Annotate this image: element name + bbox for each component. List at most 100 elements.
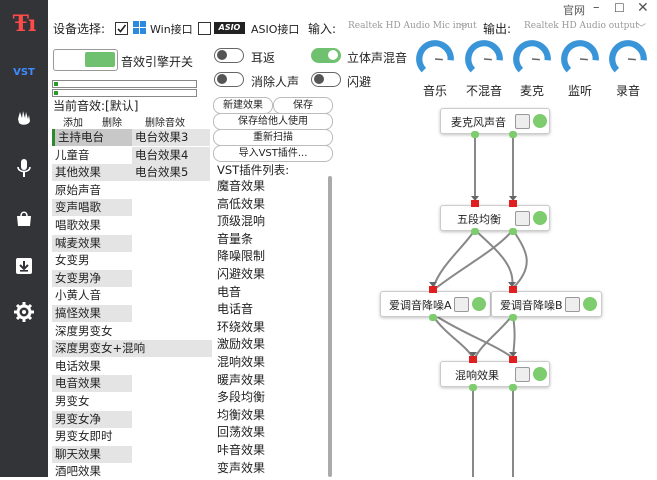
vst-plugin-item[interactable]: 变声效果 (217, 460, 266, 475)
effect-list-item[interactable]: 女变男 (55, 253, 90, 268)
save-for-others-button[interactable]: 保存给他人使用 (213, 113, 333, 130)
vst-plugin-item[interactable]: 降噪限制 (217, 249, 266, 264)
output-port[interactable] (429, 314, 437, 321)
effect-list-item[interactable]: 男变女净 (52, 410, 132, 428)
ear-return-toggle[interactable] (214, 48, 244, 63)
preset-list-item[interactable]: 电台效果3 (132, 129, 210, 146)
input-device-select[interactable]: Realtek HD Audio Mic input (348, 21, 477, 31)
new-effect-button[interactable]: 新建效果 (213, 97, 273, 114)
vst-plugin-item[interactable]: 回荡效果 (217, 425, 266, 440)
input-port[interactable] (471, 200, 479, 207)
sidebar-gear-icon[interactable] (0, 292, 48, 332)
rescan-button[interactable]: 重新扫描 (213, 129, 333, 146)
preset-list-item[interactable]: 电台效果5 (132, 164, 210, 182)
vst-plugin-item[interactable]: 暖声效果 (217, 372, 266, 387)
node-mic-sound[interactable]: 麦克风声音 (440, 108, 550, 134)
effect-list-item[interactable]: 男变女 (55, 394, 90, 408)
maximize-icon[interactable]: ☐ (614, 1, 625, 15)
effect-list-item[interactable]: 聊天效果 (52, 445, 132, 463)
remove-vocal-toggle[interactable] (214, 72, 244, 87)
sidebar-download-icon[interactable] (0, 246, 48, 286)
node-settings-icon[interactable] (515, 367, 530, 382)
vst-plugin-item[interactable]: 音量条 (217, 231, 254, 246)
delete-effect-button[interactable]: 删除音效 (145, 118, 185, 129)
ducking-toggle[interactable] (311, 72, 341, 87)
node-settings-icon[interactable] (515, 114, 530, 129)
effect-list-item[interactable]: 唱歌效果 (55, 218, 101, 232)
effect-list-item[interactable]: 小黄人音 (55, 288, 101, 303)
node-status-icon[interactable] (533, 114, 547, 128)
input-port[interactable] (509, 200, 517, 207)
output-port[interactable] (471, 131, 479, 138)
vst-plugin-item[interactable]: 闪避效果 (217, 267, 266, 281)
official-site-link[interactable]: 官网 (563, 4, 585, 17)
node-status-icon[interactable] (472, 297, 486, 311)
add-effect-button[interactable]: 添加 (63, 118, 83, 129)
vst-plugin-item[interactable]: 电音 (217, 284, 242, 299)
sidebar-vst-icon[interactable]: VST (13, 66, 35, 78)
input-chevron-down-icon[interactable]: ﹀ (459, 24, 469, 34)
sidebar-mic-icon[interactable] (0, 148, 48, 188)
node-denoise-b[interactable]: 爱调音降噪B (491, 291, 602, 317)
delete-button[interactable]: 删除 (102, 118, 122, 129)
node-status-icon[interactable] (533, 211, 547, 225)
save-button[interactable]: 保存 (273, 97, 333, 114)
input-port[interactable] (509, 286, 517, 293)
effect-list-item[interactable]: 男变女即时 (55, 429, 113, 444)
node-status-icon[interactable] (533, 367, 547, 381)
vst-plugin-item[interactable]: 混响效果 (217, 355, 266, 369)
vst-plugin-item[interactable]: 顶级混响 (217, 214, 266, 229)
effect-list-item[interactable]: 女变男净 (52, 269, 132, 287)
win-checkbox[interactable] (115, 22, 128, 35)
sidebar-bag-icon[interactable] (0, 198, 48, 238)
input-port[interactable] (429, 286, 437, 293)
output-port[interactable] (509, 131, 517, 138)
node-settings-icon[interactable] (515, 211, 530, 226)
mic-knob[interactable] (511, 38, 555, 98)
node-settings-icon[interactable] (454, 297, 469, 312)
vst-plugin-item[interactable]: 激励效果 (217, 337, 266, 352)
asio-checkbox[interactable] (198, 22, 211, 35)
input-port[interactable] (509, 356, 517, 363)
effect-list-item[interactable]: 原始声音 (55, 182, 101, 197)
output-port[interactable] (509, 314, 517, 321)
vst-plugin-item[interactable]: 魔音效果 (217, 179, 266, 193)
input-port[interactable] (469, 356, 477, 363)
monitor-knob[interactable] (559, 38, 603, 98)
vst-plugin-item[interactable]: 多段均衡 (217, 390, 266, 405)
close-icon[interactable]: ✕ (637, 0, 649, 16)
record-knob[interactable] (607, 38, 651, 98)
output-device-select[interactable]: Realtek HD Audio output (524, 21, 639, 31)
engine-switch[interactable] (53, 49, 118, 71)
vst-list-scrollbar[interactable] (328, 176, 332, 477)
sidebar-hand-icon[interactable] (0, 98, 48, 138)
effect-list-item[interactable]: 其他效果 (52, 164, 132, 182)
effect-list-item[interactable]: 酒吧效果 (55, 464, 101, 479)
output-port[interactable] (509, 228, 517, 235)
music-knob[interactable] (414, 38, 458, 98)
effect-list-item[interactable]: 深度男变女+混响 (52, 340, 212, 358)
effect-list-item[interactable]: 电音效果 (52, 375, 132, 393)
import-vst-button[interactable]: 导入VST插件... (213, 145, 333, 162)
effect-list-item[interactable]: 变声唱歌 (52, 199, 132, 217)
effect-list-item[interactable]: 喊麦效果 (52, 234, 132, 252)
node-reverb[interactable]: 混响效果 (440, 361, 550, 387)
effect-list-item[interactable]: 搞怪效果 (52, 305, 132, 322)
output-port[interactable] (509, 384, 517, 391)
vst-plugin-item[interactable]: 咔音效果 (217, 443, 266, 457)
no-mix-knob[interactable] (463, 38, 507, 98)
effect-list-item[interactable]: 深度男变女 (55, 323, 113, 338)
output-port[interactable] (471, 228, 479, 235)
stereo-mix-toggle[interactable] (311, 48, 341, 63)
effect-list-item[interactable]: 电话效果 (55, 358, 101, 373)
output-chevron-down-icon[interactable]: ﹀ (637, 24, 647, 34)
preset-list-item[interactable]: 电台效果4 (132, 146, 210, 164)
node-status-icon[interactable] (583, 297, 597, 311)
node-settings-icon[interactable] (565, 297, 580, 312)
vst-plugin-item[interactable]: 环绕效果 (217, 319, 266, 334)
effect-list-item[interactable]: 主持电台 (52, 129, 132, 146)
output-port[interactable] (469, 384, 477, 391)
vst-plugin-item[interactable]: 电话音 (217, 302, 254, 317)
node-denoise-a[interactable]: 爱调音降噪A (380, 291, 491, 317)
minimize-icon[interactable]: – (593, 0, 600, 15)
